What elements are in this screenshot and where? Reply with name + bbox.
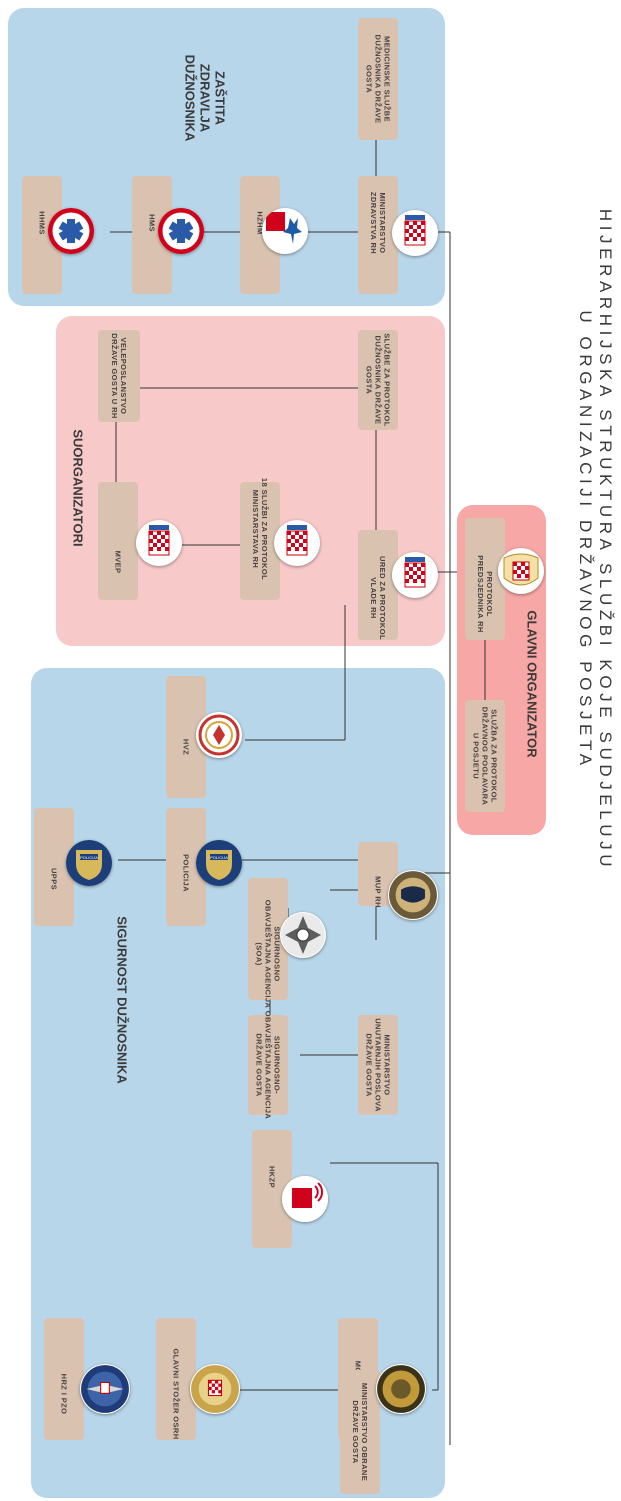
- node-label: SLUŽBA ZA PROTOKOL DRŽAVNOG POGLAVARA U …: [471, 706, 499, 806]
- node-label: GLAVNI STOŽER OSRH: [171, 1348, 181, 1440]
- star-of-life-icon: [158, 208, 204, 254]
- section-zdravlje-title: ZAŠTITA ZDRAVLJA DUŽNOSNIKA: [182, 54, 228, 142]
- node-protokol-predsjednika: PROTOKOL PREDSJEDNIKA RH: [465, 518, 505, 640]
- croatian-coat-of-arms-icon: [136, 520, 182, 566]
- node-label: UPPS: [49, 867, 59, 890]
- croatian-coat-of-arms-icon: [392, 552, 438, 598]
- node-label: SIGURNOSNO OBAVJEŠTAJNA AGENCIJA (SOA): [254, 899, 282, 1008]
- main-title: HIJERARHIJSKA STRUKTURA SLUŽBI KOJE SUDJ…: [575, 209, 615, 871]
- node-label: HVZ: [181, 738, 191, 755]
- node-label: MVEP: [113, 550, 123, 574]
- node-soa-gosta: SIGURNOSNO- OBAVJEŠTAJNA AGENCIJA DRŽAVE…: [248, 1011, 288, 1119]
- mup-emblem-icon: [388, 870, 438, 920]
- node-label: MEDICINSKE SLUŽBE DUŽNOSNIKA DRŽAVE GOST…: [364, 34, 392, 124]
- star-of-life-icon: [48, 208, 94, 254]
- section-glavni-title: GLAVNI ORGANIZATOR: [524, 610, 540, 758]
- node-label: MUP RH: [373, 875, 383, 908]
- node-label: SIGURNOSNO- OBAVJEŠTAJNA AGENCIJA DRŽAVE…: [254, 1010, 282, 1120]
- general-staff-emblem-icon: [190, 1364, 240, 1414]
- hzhm-emblem-icon: [262, 208, 308, 254]
- node-label: POLICIJA: [181, 853, 191, 892]
- svg-text:POLICIJA: POLICIJA: [210, 855, 228, 860]
- node-sluzba-poglavara: SLUŽBA ZA PROTOKOL DRŽAVNOG POGLAVARA U …: [465, 700, 505, 812]
- node-label: SLUŽBE ZA PROTOKOL DUŽNOSNIKA DRŽAVE GOS…: [364, 333, 392, 427]
- node-label: VELEPOSLANSTVO DRŽAVE GOSTA U RH: [110, 333, 128, 419]
- node-medicinske-sluzbe: MEDICINSKE SLUŽBE DUŽNOSNIKA DRŽAVE GOST…: [358, 18, 398, 140]
- node-sluzbe-protokol-gosta: SLUŽBE ZA PROTOKOL DUŽNOSNIKA DRŽAVE GOS…: [358, 330, 398, 430]
- main-title-line2: U ORGANIZACIJI DRŽAVNOG POSJETA: [576, 310, 595, 770]
- node-hrz-pzo: HRZ I PZO: [44, 1318, 84, 1440]
- node-label: HHMS: [37, 211, 47, 236]
- node-label: HMS: [147, 214, 157, 233]
- section-suorganizatori-title: SUORGANIZATORI: [70, 429, 86, 547]
- node-label: HKZP: [267, 1166, 277, 1189]
- node-veleposlanstvo: VELEPOSLANSTVO DRŽAVE GOSTA U RH: [98, 330, 140, 422]
- node-label: HRZ I PZO: [59, 1373, 69, 1414]
- node-label: 18 SLUŽBI ZA PROTOKOL MINISTARSTAVA RH: [251, 478, 269, 581]
- morh-emblem-icon: [376, 1364, 426, 1414]
- section-sigurnost-title: SIGURNOST DUŽNOSNIKA: [114, 916, 130, 1084]
- node-label: MINISTARSTVO OBRANE DRŽAVE GOSTA: [351, 1382, 369, 1482]
- node-label: URED ZA PROTOKOL VLADE RH: [369, 556, 387, 641]
- node-label: MINISTARSTVO UNUTARNJIH POSLOVA DRŽAVE G…: [364, 1018, 392, 1112]
- node-glavni-stozer: GLAVNI STOŽER OSRH: [156, 1318, 196, 1440]
- node-ministarstvo-obrane: MINISTARSTVO OBRANE DRŽAVE GOSTA: [340, 1370, 380, 1494]
- main-title-line1: HIJERARHIJSKA STRUKTURA SLUŽBI KOJE SUDJ…: [596, 208, 615, 872]
- police-badge-icon: POLICIJA: [196, 840, 242, 886]
- croatian-coat-of-arms-icon: [274, 520, 320, 566]
- node-18-sluzbi: 18 SLUŽBI ZA PROTOKOL MINISTARSTAVA RH: [240, 478, 280, 600]
- police-badge-icon: POLICIJA: [66, 840, 112, 886]
- croatian-coat-of-arms-icon: [392, 210, 438, 256]
- node-ministarstvo-unutarnjih: MINISTARSTVO UNUTARNJIH POSLOVA DRŽAVE G…: [358, 1015, 398, 1115]
- hkzp-logo-icon: [282, 1176, 328, 1222]
- presidential-arms-icon: [498, 548, 544, 594]
- node-ministarstvo-zdravstva: MINISTARSTVO ZDRAVSTVA RH: [358, 176, 398, 294]
- node-ured-protokol-vlade: URED ZA PROTOKOL VLADE RH: [358, 530, 398, 640]
- node-label: PROTOKOL PREDSJEDNIKA RH: [476, 554, 494, 633]
- firefighters-emblem-icon: [196, 712, 242, 758]
- air-force-emblem-icon: [80, 1364, 130, 1414]
- svg-text:POLICIJA: POLICIJA: [80, 855, 98, 860]
- node-label: MINISTARSTVO ZDRAVSTVA RH: [369, 192, 387, 255]
- node-mvep: MVEP: [98, 482, 138, 600]
- soa-star-icon: [280, 912, 326, 958]
